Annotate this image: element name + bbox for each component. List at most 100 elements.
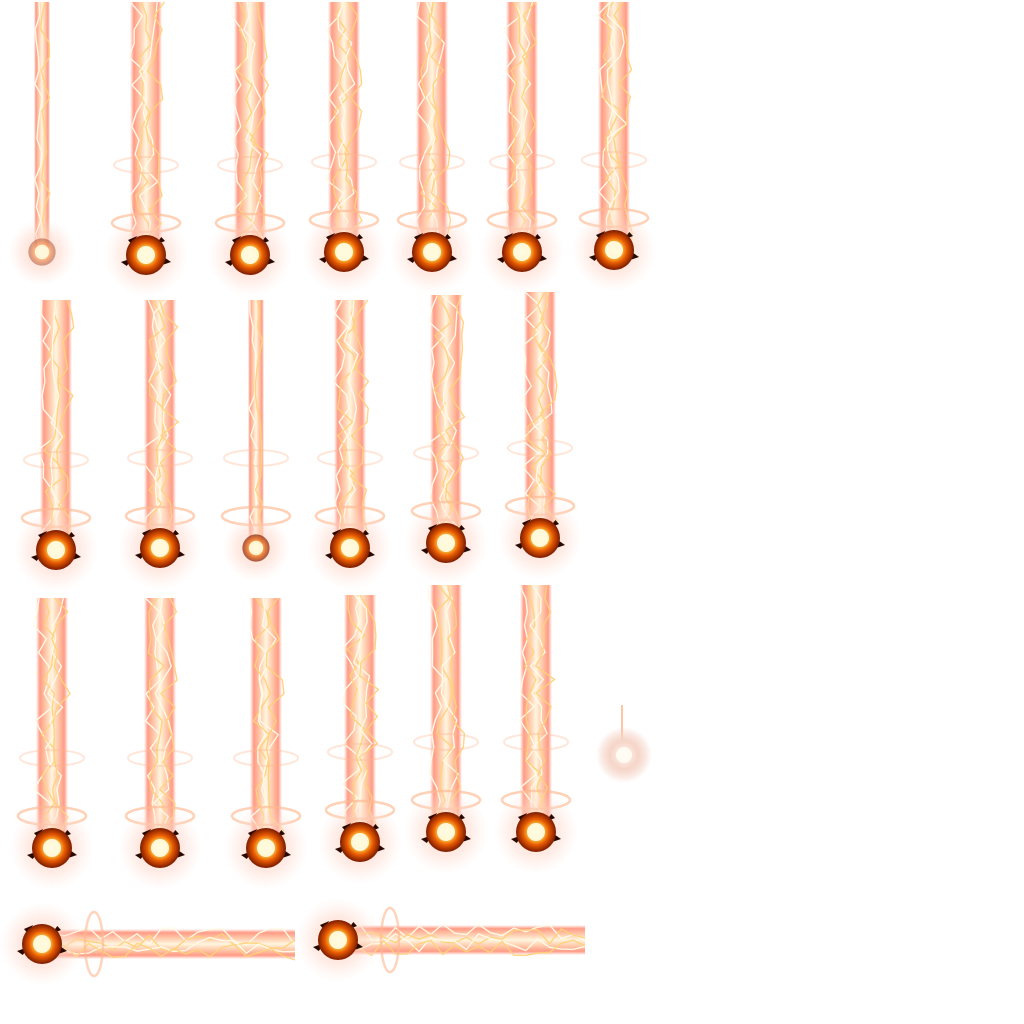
lightning-strand bbox=[349, 299, 370, 545]
lightning-strand bbox=[36, 299, 58, 547]
beam-ring bbox=[217, 156, 283, 174]
orb-core bbox=[437, 823, 455, 841]
sprite-frame-17 bbox=[318, 594, 402, 884]
lightning-strand bbox=[595, 1, 615, 247]
sprite-frame-12 bbox=[404, 294, 488, 585]
lightning-strand bbox=[332, 1, 350, 249]
orb-spike bbox=[428, 813, 438, 821]
lightning-strand bbox=[502, 1, 523, 249]
sprite-frame-3 bbox=[208, 1, 292, 297]
lightning-strand bbox=[51, 926, 296, 946]
orb-spike bbox=[320, 921, 330, 929]
lightning-strand bbox=[434, 584, 454, 829]
beam-ring bbox=[23, 451, 89, 469]
sprite-frame-15 bbox=[118, 597, 202, 890]
lightning-strand bbox=[612, 1, 633, 247]
lightning-strand bbox=[44, 597, 64, 845]
orb-spike bbox=[248, 829, 258, 837]
lightning-strand bbox=[39, 1, 51, 249]
orb-spike bbox=[326, 233, 336, 241]
lightning-strand bbox=[358, 594, 380, 839]
lightning-strand bbox=[230, 1, 249, 252]
lightning-strand bbox=[534, 584, 556, 829]
lightning-strand bbox=[430, 1, 452, 249]
lightning-strand bbox=[258, 597, 280, 845]
lightning-strand bbox=[34, 1, 44, 249]
lightning-strand bbox=[346, 594, 367, 839]
lightning-strand bbox=[32, 597, 53, 845]
sprite-frame-4 bbox=[302, 1, 386, 294]
orb-spike bbox=[128, 236, 138, 244]
lightning-strand bbox=[248, 597, 268, 845]
lightning-strand bbox=[526, 291, 548, 535]
lightning-strand bbox=[344, 1, 363, 249]
orb-core bbox=[151, 539, 169, 557]
lightning-strand bbox=[534, 291, 553, 535]
lightning-strand bbox=[249, 1, 270, 252]
lightning-strand bbox=[252, 597, 272, 845]
lightning-strand bbox=[43, 299, 64, 547]
lightning-strand bbox=[324, 1, 346, 249]
lightning-strand bbox=[158, 597, 178, 845]
sprite-frame-9 bbox=[118, 299, 202, 590]
orb-spike bbox=[142, 529, 152, 537]
orb-core bbox=[531, 529, 549, 547]
beam-ring bbox=[127, 749, 193, 767]
beam bbox=[144, 598, 176, 844]
sprite-frame-2 bbox=[104, 1, 188, 297]
sprite-frame-8 bbox=[14, 299, 98, 592]
sprite-frame-19 bbox=[494, 584, 578, 874]
orb-spike bbox=[332, 529, 342, 537]
lightning-strand bbox=[152, 299, 172, 545]
lightning-strand bbox=[340, 594, 362, 839]
beam-ring bbox=[233, 749, 299, 767]
orb-core bbox=[423, 243, 441, 261]
lightning-strand bbox=[439, 294, 458, 540]
sprite-frame-5 bbox=[390, 1, 474, 294]
lightning-strand bbox=[51, 936, 296, 955]
lightning-strand bbox=[440, 584, 460, 829]
lightning-strand bbox=[444, 294, 466, 540]
lightning-strand bbox=[347, 933, 586, 953]
lightning-strand bbox=[352, 594, 373, 839]
beam-ring bbox=[83, 910, 105, 978]
lightning-strand bbox=[236, 1, 257, 252]
orb-spike bbox=[414, 233, 424, 241]
orb-core bbox=[513, 243, 531, 261]
spark-core bbox=[616, 747, 632, 763]
frames-layer bbox=[0, 1, 656, 986]
lightning-strand bbox=[523, 584, 544, 829]
orb-spike bbox=[38, 531, 48, 539]
sprite-frame-21 bbox=[0, 902, 296, 986]
lightning-strand bbox=[145, 1, 165, 252]
lightning-strand bbox=[243, 1, 263, 252]
lightning-strand bbox=[516, 1, 534, 249]
beam-ring bbox=[311, 153, 377, 171]
beam bbox=[416, 2, 448, 248]
orb-core bbox=[351, 833, 369, 851]
sprite-frame-7 bbox=[572, 1, 656, 292]
sprite-frame-22 bbox=[296, 898, 586, 982]
orb-core bbox=[137, 246, 155, 264]
lightning-strand bbox=[265, 597, 285, 845]
sprite-frame-6 bbox=[480, 1, 564, 294]
lightning-strand bbox=[254, 299, 264, 545]
lightning-strand bbox=[51, 597, 71, 845]
orb-core bbox=[527, 823, 545, 841]
lightning-strand bbox=[336, 299, 357, 545]
sprite-frame-20 bbox=[596, 705, 652, 783]
orb-core bbox=[257, 839, 275, 857]
lightning-strand bbox=[510, 1, 529, 249]
beam-ring bbox=[223, 449, 289, 467]
lightning-strand bbox=[140, 299, 162, 545]
lightning-strand bbox=[50, 299, 64, 547]
beam-ring bbox=[113, 156, 179, 174]
lightning-strand bbox=[152, 597, 173, 845]
lightning-strand bbox=[447, 584, 466, 829]
orb-spike bbox=[522, 519, 532, 527]
lightning-strand bbox=[415, 1, 433, 249]
beam-ring bbox=[327, 743, 393, 761]
beam-ring bbox=[413, 733, 479, 751]
lightning-strand bbox=[432, 294, 453, 540]
